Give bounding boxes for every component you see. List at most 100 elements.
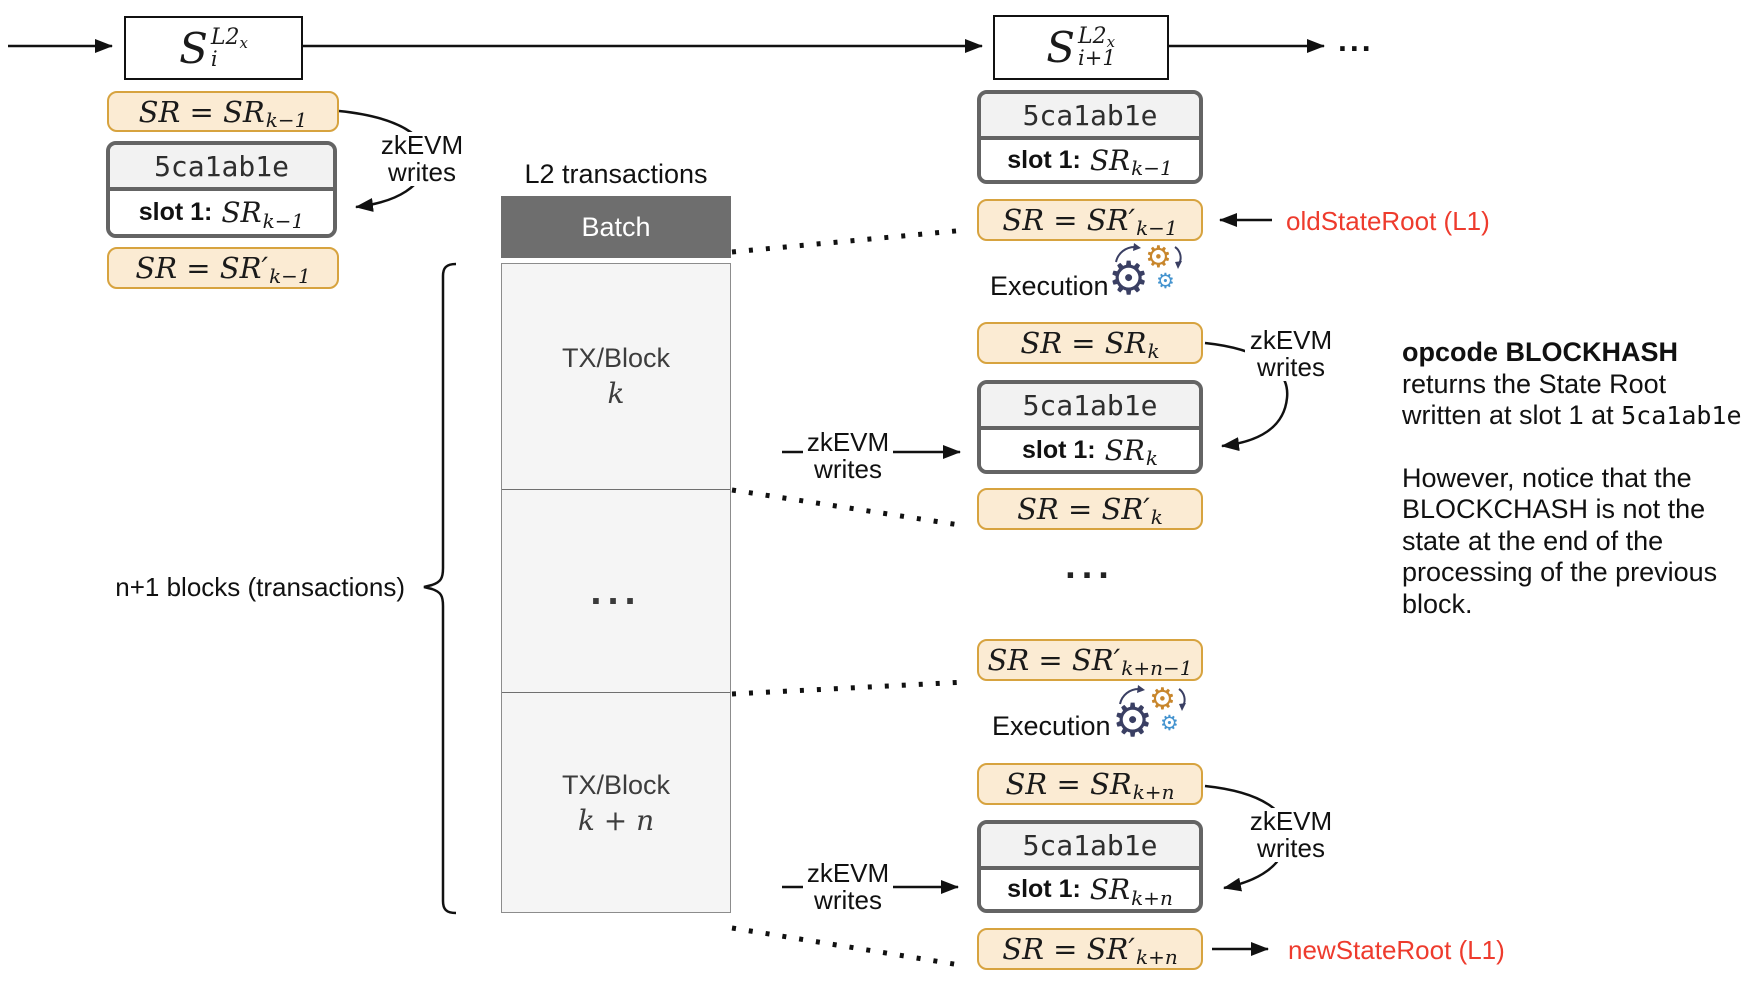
- slot-label: slot 1:: [1007, 145, 1081, 174]
- zkevm-writes-left-line2: writes: [388, 157, 456, 187]
- state-i-sup: L2: [210, 24, 240, 50]
- sr-k-prime-sub: k: [1150, 505, 1163, 529]
- sr-kn1-text: SR = SR′: [987, 643, 1121, 677]
- sr-k-sub: k: [1147, 339, 1160, 363]
- slot-label: slot 1:: [138, 198, 213, 226]
- tx-block-kn-section: TX/Block k + n: [502, 693, 730, 914]
- svg-text:⚙: ⚙: [1149, 684, 1176, 717]
- zkevm-writes-label-right1: zkEVM writes: [1245, 327, 1337, 381]
- sr-old-root-text: SR = SR′: [1002, 203, 1136, 237]
- slot-label: slot 1:: [1021, 435, 1096, 464]
- state-i1-sup-sub: x: [1106, 33, 1116, 51]
- batch-header: Batch: [501, 196, 731, 258]
- state-i1-sub: i+1: [1078, 46, 1116, 70]
- zkevm-writes-right1-line2: writes: [1257, 352, 1325, 382]
- zkevm-writes-mid-line1: zkEVM: [806, 427, 890, 457]
- sr-box-kn-prime: SR = SR′k+n: [977, 928, 1203, 970]
- note-line3: written at slot 1 at 5ca1ab1e: [1402, 400, 1746, 432]
- chain-ellipsis: ...: [1338, 22, 1374, 58]
- slot-value: SR: [1104, 433, 1145, 467]
- sr-kn-text: SR = SR: [1005, 767, 1132, 801]
- zkevm-writes-right2-line1: zkEVM: [1249, 806, 1333, 836]
- contract-k-address: 5ca1ab1e: [981, 384, 1199, 430]
- tx-block-k-section: TX/Block k: [502, 264, 730, 489]
- dotted-mid-to-srkn1: [731, 679, 967, 697]
- zkevm-writes-label-right2: zkEVM writes: [1245, 808, 1337, 862]
- svg-text:⚙: ⚙: [1112, 693, 1153, 747]
- note-paragraph-gap: [1402, 432, 1746, 463]
- zkevm-writes-right2-line2: writes: [1257, 833, 1325, 863]
- zkevm-writes-label-mid: zkEVM writes: [803, 429, 893, 483]
- new-state-root-label: newStateRoot (L1): [1288, 935, 1505, 965]
- state-i1-symbol: S: [1046, 23, 1076, 72]
- sr-k-minus-1-text: SR = SR: [138, 94, 265, 129]
- sr-k-minus-1-sub: k−1: [265, 107, 308, 132]
- right-stack-ellipsis: ...: [1065, 545, 1115, 587]
- sr-kn-sub: k+n: [1132, 780, 1175, 804]
- svg-text:⚙: ⚙: [1160, 711, 1179, 735]
- state-i-sub: i: [210, 46, 218, 71]
- blockhash-note: opcode BLOCKHASH returns the State Root …: [1402, 337, 1746, 620]
- contract-prev-address: 5ca1ab1e: [981, 94, 1199, 140]
- sr-kn-prime-text: SR = SR′: [1002, 932, 1135, 966]
- brace-n-plus-1-blocks: [423, 262, 457, 915]
- zkevm-writes-bottom-line1: zkEVM: [806, 858, 890, 888]
- tx-block-k-label: TX/Block: [561, 343, 671, 373]
- sr-box-k-minus-1-prime: SR = SR′k−1: [107, 247, 339, 289]
- sr-k-minus-1-prime-sub: k−1: [269, 264, 311, 288]
- state-i-sup-sub: x: [239, 33, 248, 52]
- svg-text:⚙: ⚙: [1108, 251, 1149, 305]
- sr-box-k-prime: SR = SR′k: [977, 488, 1203, 530]
- sr-kn-prime-sub: k+n: [1135, 945, 1178, 969]
- execution-label-2: Execution: [992, 711, 1111, 741]
- gears-icon: ⚙ ⚙ ⚙: [1112, 684, 1186, 747]
- gears-icon: ⚙ ⚙ ⚙: [1108, 242, 1182, 305]
- state-i-scripts: L2x i: [210, 24, 248, 71]
- zkevm-writes-label-left: zkEVM writes: [377, 132, 467, 186]
- sr-k-minus-1-prime-text: SR = SR′: [135, 251, 269, 285]
- dotted-batch-to-oldroot: [731, 227, 967, 255]
- slot-value: SR: [1089, 873, 1131, 906]
- svg-text:⚙: ⚙: [1156, 269, 1175, 293]
- execution-label-1: Execution: [990, 271, 1109, 301]
- note-line2: returns the State Root: [1402, 368, 1667, 399]
- batch-label: Batch: [581, 211, 651, 242]
- tx-block-ellipsis: ...: [590, 568, 642, 613]
- tx-block-k-index: k: [607, 377, 625, 410]
- slot-value-sub: k−1: [262, 208, 305, 233]
- n-plus-1-blocks-label: n+1 blocks (transactions): [115, 572, 405, 602]
- tx-block-ellipsis-section: ...: [502, 489, 730, 693]
- dotted-blockkn-to-newroot: [731, 925, 967, 969]
- note-line3-prefix: written at slot 1 at: [1402, 400, 1622, 430]
- sr-box-kn-minus-1-prime: SR = SR′k+n−1: [977, 639, 1203, 681]
- sr-box-old-root: SR = SR′k−1: [977, 199, 1203, 241]
- batch-blocks-column: TX/Block k ... TX/Block k + n: [501, 263, 731, 913]
- contract-kn-address: 5ca1ab1e: [981, 824, 1199, 870]
- l2-transactions-heading: L2 transactions: [524, 159, 708, 189]
- dotted-blockk-to-srk: [731, 487, 967, 529]
- slot-value-sub: k−1: [1131, 156, 1173, 180]
- note-line3-address: 5ca1ab1e: [1621, 401, 1742, 430]
- state-i-symbol: S: [179, 23, 208, 73]
- svg-text:⚙: ⚙: [1145, 242, 1172, 275]
- zkevm-writes-label-bottom: zkEVM writes: [803, 860, 893, 914]
- sr-kn1-sub: k+n−1: [1121, 656, 1193, 680]
- slot-value: SR: [221, 196, 262, 229]
- tx-block-kn-label: TX/Block: [561, 770, 671, 800]
- sr-old-root-sub: k−1: [1136, 216, 1178, 240]
- note-paragraph-2: However, notice that the BLOCKCHASH is n…: [1402, 462, 1718, 619]
- sr-k-prime-text: SR = SR′: [1017, 492, 1150, 526]
- state-i1-sup: L2: [1078, 24, 1107, 49]
- tx-block-kn-index: k + n: [577, 804, 655, 837]
